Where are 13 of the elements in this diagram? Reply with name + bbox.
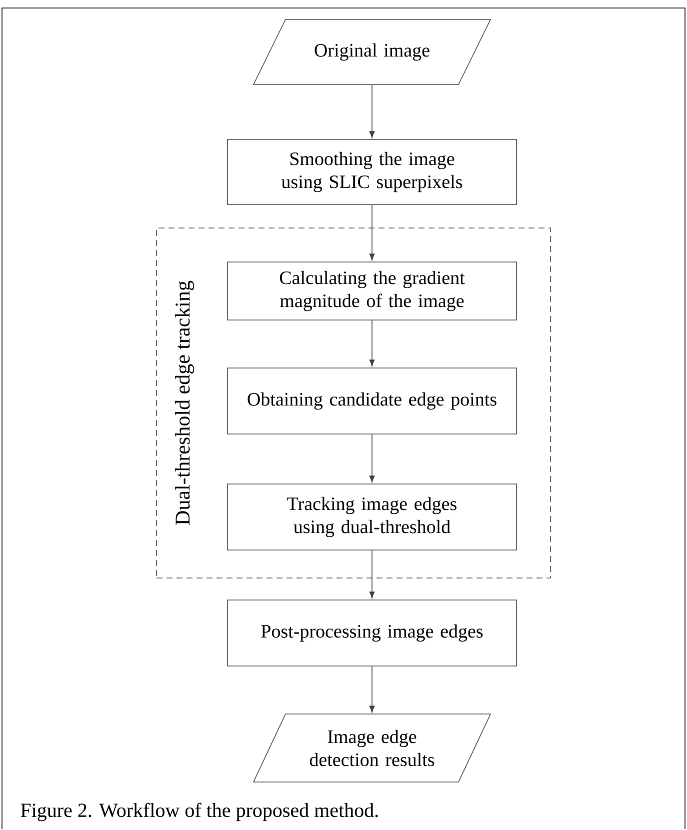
group-heading: Dual-threshold edge tracking xyxy=(174,280,194,525)
process-box: Tracking image edges using dual-threshold xyxy=(227,484,517,550)
process-box: Calculating the gradient magnitude of the image xyxy=(227,262,517,320)
process-box: Smoothing the image using SLIC superpixels xyxy=(227,139,517,205)
arrow xyxy=(369,550,375,598)
arrow xyxy=(369,204,375,260)
process-box: Obtaining candidate edge points xyxy=(227,368,517,434)
caption: Figure 2. Workflow of the proposed method. xyxy=(20,802,378,822)
arrow xyxy=(369,666,375,713)
arrow xyxy=(369,84,375,138)
arrow xyxy=(369,434,375,482)
arrow xyxy=(369,320,375,366)
process-box: Post-processing image edges xyxy=(227,600,517,666)
